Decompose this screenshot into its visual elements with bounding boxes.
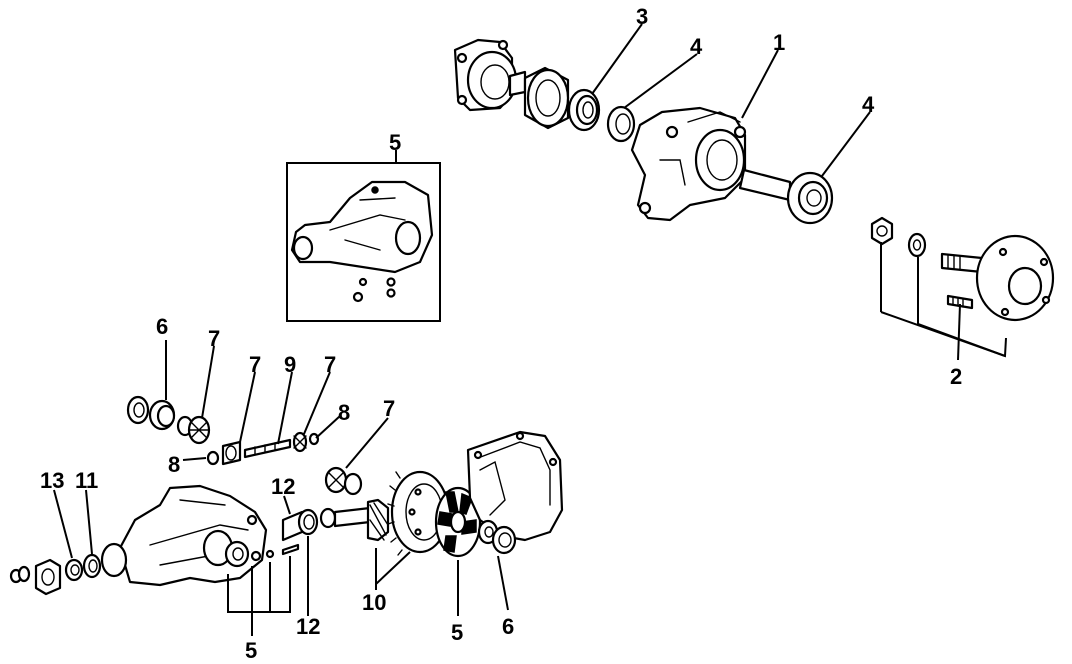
side-gear-7-upper [187, 415, 211, 445]
wheel-hub-flange [940, 234, 1055, 322]
callout-3: 3 [636, 4, 648, 29]
callout-11: 11 [75, 468, 98, 493]
callout-4-top: 4 [690, 34, 703, 59]
callout-2: 2 [950, 364, 962, 389]
seal-4-upper [606, 105, 636, 143]
callout-8-a: 8 [338, 400, 350, 425]
pinion-shaft-9 [243, 438, 292, 459]
seal-4-right [786, 171, 834, 225]
callout-5-inset: 5 [389, 130, 401, 155]
hub-washer [907, 232, 927, 258]
callout-7-a: 7 [208, 326, 220, 351]
drive-pinion [319, 498, 390, 542]
hub-nut [870, 216, 894, 246]
bearing-3 [567, 88, 601, 132]
callout-5-bottom-mid: 5 [451, 620, 463, 645]
callout-6-bottom: 6 [502, 614, 514, 639]
callout-6-top: 6 [156, 314, 168, 339]
axle-carrier-1 [630, 106, 747, 222]
bolt-small [281, 543, 300, 556]
callout-7-d: 7 [383, 396, 395, 421]
axle-bearing-large [523, 66, 570, 130]
callout-9: 9 [284, 352, 296, 377]
callout-8-b: 8 [168, 452, 180, 477]
callout-13: 13 [40, 468, 64, 493]
bearing-11 [82, 553, 102, 579]
pinion-bearing-12-lower [297, 508, 319, 536]
differential-carrier-housing [100, 484, 268, 587]
callout-12-top: 12 [271, 474, 295, 499]
callout-7-c: 7 [324, 352, 336, 377]
thrust-washer-8-left [206, 450, 220, 466]
callout-7-b: 7 [249, 352, 261, 377]
side-gear-7-lower [324, 466, 363, 496]
callout-labels: 1 2 3 4 4 5 5 5 6 6 7 7 7 7 8 8 9 10 11 … [40, 4, 962, 663]
ring-gear-10 [387, 470, 450, 556]
companion-flange-nut [9, 565, 31, 584]
bearing-6-upper [148, 399, 176, 431]
leader-lines [53, 23, 1007, 636]
axle-shaft-tube [738, 168, 792, 202]
callout-1: 1 [773, 30, 785, 55]
callout-12-bottom: 12 [296, 614, 320, 639]
seal-6-upper [126, 395, 150, 425]
axle-housing-flange [453, 38, 527, 112]
pinion-gear-7-b [292, 431, 308, 453]
inset-carrier-assembly [290, 180, 434, 303]
side-bearing-race-6 [491, 525, 517, 555]
differential-case [434, 486, 482, 558]
bearing-5-lower-left [224, 540, 250, 568]
callout-5-bottom-left: 5 [245, 638, 257, 663]
shim-small-a [250, 549, 275, 562]
callout-10: 10 [362, 590, 386, 615]
callout-4-right: 4 [862, 92, 875, 117]
differential-cover [466, 430, 564, 542]
thrust-washer-8-right [308, 432, 320, 446]
companion-flange [34, 558, 62, 596]
pinion-gear-7-a [221, 440, 242, 466]
oil-seal-13 [64, 558, 84, 582]
wheel-stud [946, 294, 974, 310]
